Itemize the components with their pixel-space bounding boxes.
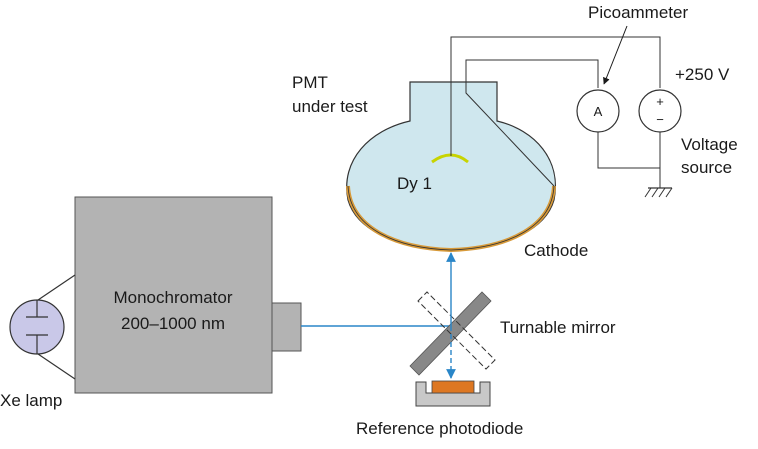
voltage-plus-symbol: + (656, 94, 664, 109)
pmt-cathode-outline (347, 185, 555, 251)
photodiode-housing (415, 381, 491, 407)
voltage-source-label-line1: Voltage (681, 135, 738, 154)
dynode-label: Dy 1 (397, 174, 432, 193)
lamp-reflector-top (37, 274, 76, 301)
lamp-reflector-bottom (37, 353, 76, 380)
voltage-value-label: +250 V (675, 65, 730, 84)
wire-dynode-to-voltage (450, 36, 661, 156)
wire-cathode-to-ammeter (465, 59, 599, 187)
picoammeter-pointer-arrow (603, 25, 628, 85)
photodiode-sensor (431, 380, 475, 394)
voltage-source-label-line2: source (681, 158, 732, 177)
cathode-label: Cathode (524, 241, 588, 260)
monochromator-label: Monochromator (113, 288, 232, 307)
monochromator-box (74, 196, 273, 394)
ammeter-symbol: A (594, 104, 603, 119)
voltage-minus-symbol: − (656, 112, 664, 127)
turnable-mirror-label: Turnable mirror (500, 318, 616, 337)
pmt-label-line1: PMT (292, 73, 328, 92)
xe-lamp-label: Xe lamp (0, 391, 62, 410)
pmt-label-line2: under test (292, 97, 368, 116)
reference-photodiode-label: Reference photodiode (356, 419, 523, 438)
picoammeter-label: Picoammeter (588, 3, 688, 22)
wire-ammeter-to-ground (597, 132, 660, 169)
monochromator-exit-port (271, 302, 302, 352)
turnable-mirror-alt-position (417, 291, 496, 370)
ground-icon (644, 187, 673, 198)
monochromator-range-label: 200–1000 nm (121, 314, 225, 333)
